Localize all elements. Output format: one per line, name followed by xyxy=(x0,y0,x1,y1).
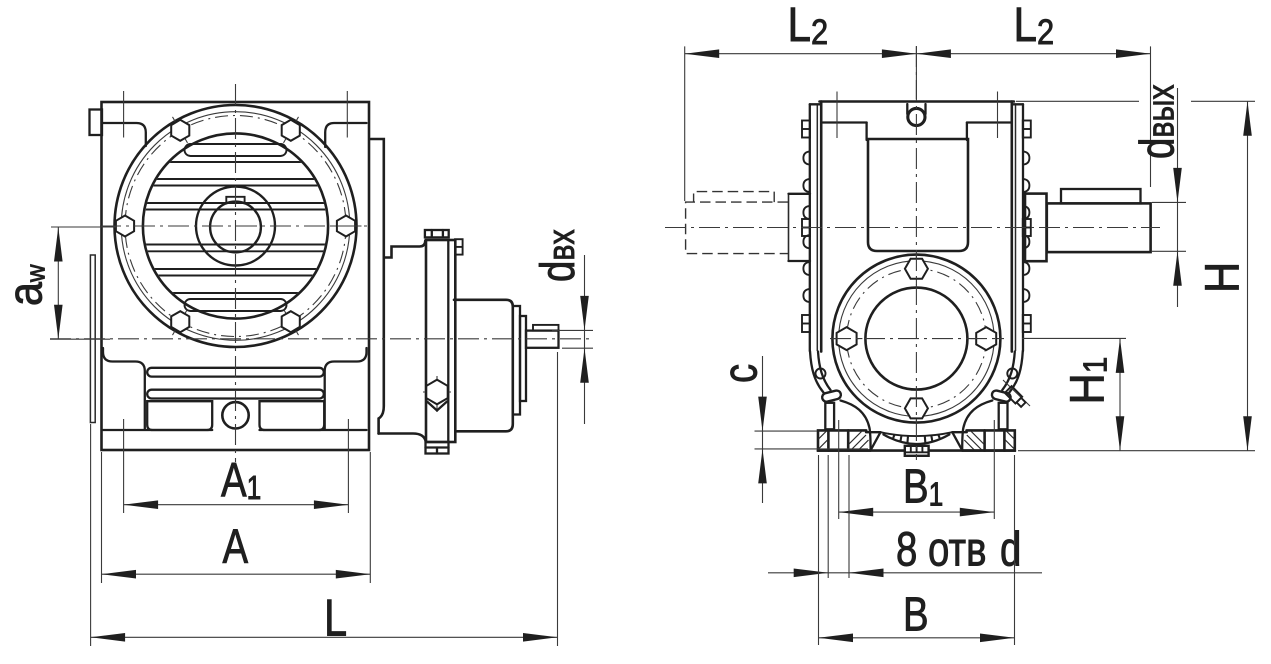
svg-text:dвых: dвых xyxy=(1132,84,1185,159)
svg-text:B: B xyxy=(903,589,929,642)
svg-text:L: L xyxy=(324,588,347,647)
svg-text:H: H xyxy=(1195,262,1249,293)
svg-text:dвх: dвх xyxy=(532,229,585,282)
svg-text:A: A xyxy=(223,521,249,574)
svg-text:c: c xyxy=(715,364,768,383)
svg-text:d: d xyxy=(1000,524,1021,577)
svg-text:8 отв: 8 отв xyxy=(896,524,986,577)
